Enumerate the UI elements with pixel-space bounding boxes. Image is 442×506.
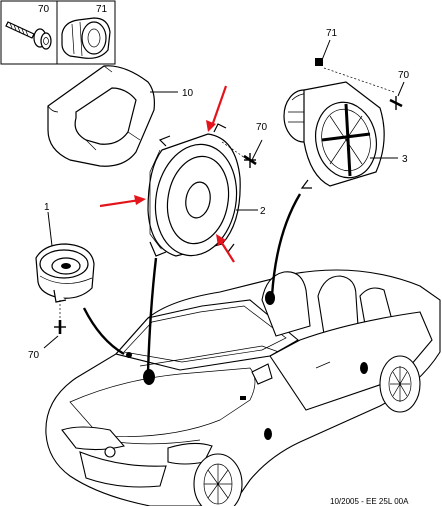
leader-71: [321, 39, 331, 61]
tweeter-part-1: [35, 243, 95, 303]
screw-icon: [5, 21, 52, 50]
callout-2: 2: [260, 206, 266, 217]
leader-70-tweeter: [43, 335, 59, 349]
red-arrow-left: [99, 195, 146, 208]
callout-70-rear: 70: [398, 70, 410, 81]
clip-nut-icon: [61, 17, 111, 59]
callout-3: 3: [402, 154, 408, 165]
foam-spacer-part-10: [47, 65, 155, 167]
clip-71-icon: [315, 58, 323, 66]
connector-rear-speaker: [270, 193, 302, 297]
callout-71: 71: [326, 28, 338, 39]
dash-mount-location: [126, 352, 132, 358]
red-arrow-top: [206, 85, 228, 132]
clip-path-dash: [323, 67, 395, 93]
callout-1: 1: [44, 202, 50, 213]
highlight-arrows: [99, 85, 235, 263]
lower-mount-location: [264, 428, 272, 440]
rear-speaker-mount-location: [265, 291, 275, 305]
callout-10: 10: [182, 88, 194, 99]
rear-speaker-part-3: [283, 81, 385, 189]
screw-70-tweeter-icon: [54, 320, 66, 334]
fastener-inset: 70 71: [0, 0, 116, 65]
inset-label-clip: 71: [96, 4, 108, 15]
red-arrow-bottom: [216, 234, 235, 263]
leader-70-speaker: [251, 139, 263, 161]
screw-70-icon: [243, 153, 257, 168]
convertible-car: [45, 269, 441, 506]
reference-code: 10/2005 - EE 25L 00A: [330, 497, 409, 506]
brand-emblem-icon: [104, 446, 116, 458]
tweeter-mount-location: [143, 369, 155, 385]
door-speaker-mount-location: [360, 362, 368, 374]
leader-1: [47, 211, 53, 247]
screw-70-rear-icon: [389, 96, 403, 110]
inset-label-screw: 70: [38, 4, 50, 15]
screw-path-dash: [221, 141, 249, 161]
connector-tweeter: [82, 307, 125, 356]
leader-70-rear: [397, 81, 405, 97]
callout-70-tweeter: 70: [28, 350, 40, 361]
mirror-mount-location: [240, 396, 246, 400]
connector-door-speaker: [146, 257, 158, 373]
inset-frame: [0, 0, 116, 65]
callout-70-speaker: 70: [256, 122, 268, 133]
door-speaker-part-2: [147, 123, 241, 257]
